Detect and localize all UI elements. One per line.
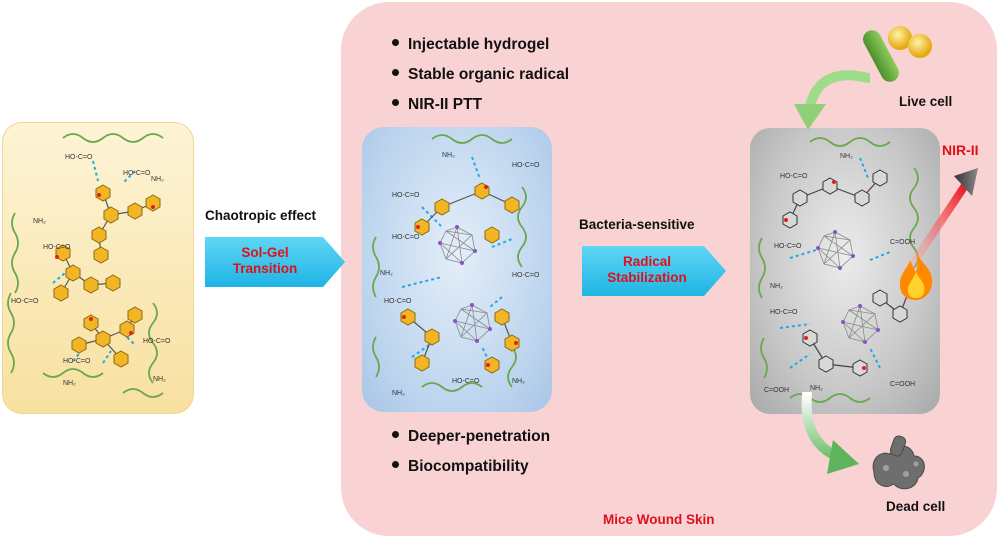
group-label: NH₂	[33, 218, 46, 225]
group-label: NH₂	[810, 385, 823, 392]
group-label: HO-C=O	[512, 272, 540, 279]
group-label: HO-C=O	[65, 154, 93, 161]
group-label: HO-C=O	[11, 298, 39, 305]
group-label: NH₂	[840, 153, 853, 160]
bullet-radical: Stable organic radical	[392, 66, 569, 84]
group-label: HO-C=O	[143, 338, 171, 345]
infect-arrow	[794, 70, 870, 130]
group-label: HO-C=O	[392, 234, 420, 241]
sol-gel-line2: Transition	[232, 261, 298, 276]
radical-stabilization-line1: Radical	[622, 254, 672, 269]
group-label: HO-C=O	[392, 192, 420, 199]
flame-icon	[899, 252, 933, 300]
group-label: HO-C=O	[770, 309, 798, 316]
group-label: HO-C=O	[63, 358, 91, 365]
group-label: C=OOH	[890, 381, 915, 388]
radical-stabilization-line2: Stabilization	[607, 270, 687, 285]
group-label: HO-C=O	[774, 243, 802, 250]
chaotropic-label: Chaotropic effect	[205, 208, 317, 223]
precursor-molecules: HO-C=O NH₂ HO-C=O NH₂ HO-C=O HO-C=O HO-C…	[7, 133, 171, 398]
kill-arrow	[801, 392, 859, 474]
group-label: HO-C=O	[43, 244, 71, 251]
bacteria-icon	[863, 26, 932, 82]
group-label: NH₂	[770, 283, 783, 290]
dead-bacteria-icon	[872, 435, 925, 490]
group-label: HO-C=O	[512, 162, 540, 169]
hydrogel-network: NH₂ HO-C=O HO-C=O HO-C=O NH₂ HO-C=O HO-C…	[372, 134, 540, 397]
group-label: NH₂	[63, 380, 76, 387]
sol-gel-arrow	[205, 237, 345, 287]
group-label: NH₂	[380, 270, 393, 277]
group-label: C=OOH	[890, 239, 915, 246]
dead-cell-label: Dead cell	[886, 499, 946, 514]
group-label: HO-C=O	[780, 173, 808, 180]
bullet-penetration: Deeper-penetration	[392, 428, 550, 446]
radical-stabilization-arrow	[582, 246, 726, 296]
sol-gel-line1: Sol-Gel	[241, 245, 289, 260]
bullet-ptt: NIR-II PTT	[392, 96, 482, 114]
group-label: NH₂	[151, 176, 164, 183]
group-label: NH₂	[512, 378, 525, 385]
live-cell-label: Live cell	[899, 94, 953, 109]
nir-label: NIR-II	[942, 142, 979, 158]
group-label: NH₂	[442, 152, 455, 159]
laser-icon	[906, 168, 978, 272]
group-label: HO-C=O	[384, 298, 412, 305]
group-label: HO-C=O	[452, 378, 480, 385]
group-label: NH₂	[392, 390, 405, 397]
bacteria-sensitive-label: Bacteria-sensitive	[579, 217, 695, 232]
bullet-biocompat: Biocompatibility	[392, 458, 529, 476]
wound-skin-label: Mice Wound Skin	[603, 512, 715, 527]
hydrogel-panel: NH₂ HO-C=O HO-C=O HO-C=O NH₂ HO-C=O HO-C…	[362, 127, 552, 412]
precursor-panel: HO-C=O NH₂ HO-C=O NH₂ HO-C=O HO-C=O HO-C…	[2, 122, 194, 414]
radical-stabilization-text: Radical Stabilization	[590, 254, 704, 286]
bullet-injectable: Injectable hydrogel	[392, 36, 549, 54]
sol-gel-text: Sol-Gel Transition	[210, 245, 320, 277]
group-label: C=OOH	[764, 387, 789, 394]
group-label: HO-C=O	[123, 170, 151, 177]
group-label: NH₂	[153, 376, 166, 383]
